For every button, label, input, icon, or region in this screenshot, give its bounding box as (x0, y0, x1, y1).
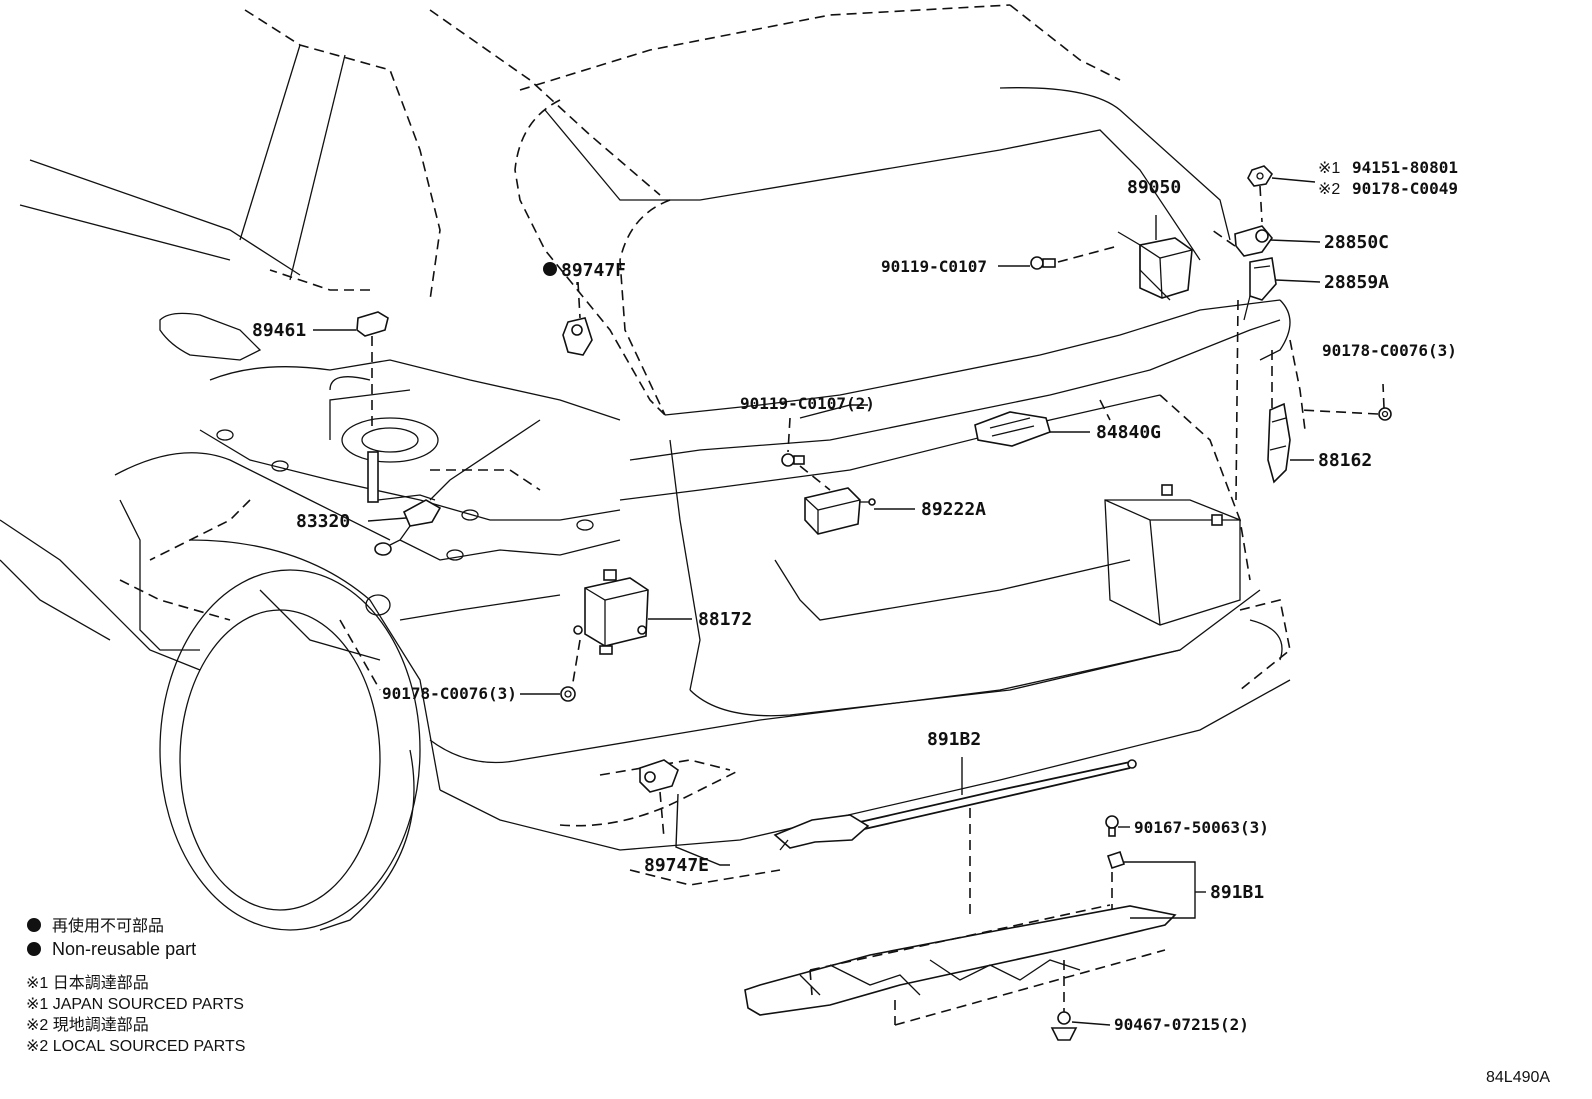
battery (1104, 484, 1241, 626)
part-89747f-sensor[interactable] (562, 281, 593, 356)
label-83320[interactable]: 83320 (296, 511, 350, 532)
part-28859a-bracket[interactable] (1235, 257, 1277, 501)
legend-nonreusable-en: Non-reusable part (52, 939, 196, 959)
legend-bullet-en (27, 942, 41, 956)
part-89461-sensor[interactable] (356, 311, 389, 430)
label-88172[interactable]: 88172 (698, 609, 752, 630)
part-90178-c0076-left-nut[interactable] (560, 686, 576, 702)
label-90178-c0076-3-right[interactable]: 90178-C0076(3) (1322, 341, 1457, 360)
legend-japan-jp: ※1 日本調達部品 (26, 974, 149, 992)
label-90119-c0107-2[interactable]: 90119-C0107(2) (740, 394, 875, 413)
part-89747e-sensor[interactable] (639, 759, 679, 839)
ref-mark-2: ※2 (1318, 181, 1340, 198)
label-90119-c0107[interactable]: 90119-C0107 (881, 257, 987, 276)
ref-mark-1: ※1 (1318, 160, 1340, 177)
label-89222a[interactable]: 89222A (921, 499, 986, 520)
part-90178-c0076-right-nut[interactable] (1299, 383, 1392, 421)
part-28850c-terminal[interactable] (1211, 225, 1274, 257)
part-94151-80801-nut[interactable] (1247, 165, 1274, 223)
part-88172-module[interactable] (571, 569, 649, 689)
label-89461[interactable]: 89461 (252, 320, 306, 341)
label-94151-80801[interactable]: 94151-80801 (1352, 158, 1458, 177)
label-891b2[interactable]: 891B2 (927, 729, 981, 750)
label-891b1[interactable]: 891B1 (1210, 882, 1264, 903)
label-90178-c0076-3-left[interactable]: 90178-C0076(3) (382, 684, 517, 703)
label-28850c[interactable]: 28850C (1324, 232, 1389, 253)
leader-lines (313, 177, 1321, 1026)
part-89222a-module[interactable] (804, 487, 876, 535)
part-90167-50063-screw[interactable] (1105, 815, 1119, 837)
label-89050[interactable]: 89050 (1127, 177, 1181, 198)
part-891b1-bracket[interactable] (744, 904, 1177, 1026)
diagram-code: 84L490A (1486, 1069, 1550, 1086)
part-89050-ecu[interactable] (1117, 231, 1193, 301)
part-90119-c0107-2-bolt[interactable] (781, 417, 831, 491)
legend-local-jp: ※2 現地調達部品 (26, 1016, 149, 1034)
part-84840g-switch[interactable] (974, 411, 1051, 447)
legend: 再使用不可部品 Non-reusable part ※1 日本調達部品 ※1 J… (26, 917, 245, 1055)
label-28859a[interactable]: 28859A (1324, 272, 1389, 293)
label-89747f[interactable]: 89747F (561, 260, 626, 281)
label-90178-c0049[interactable]: 90178-C0049 (1352, 179, 1458, 198)
legend-bullet-jp (27, 918, 41, 932)
label-84840g[interactable]: 84840G (1096, 422, 1161, 443)
legend-local-en: ※2 LOCAL SOURCED PARTS (26, 1038, 245, 1055)
part-90467-07215-clip[interactable] (1050, 1011, 1078, 1041)
vehicle-body-outline (0, 4, 1306, 931)
part-90119-c0107-bolt[interactable] (1030, 245, 1119, 270)
label-90467-07215-2[interactable]: 90467-07215(2) (1114, 1015, 1249, 1034)
part-88162-unit[interactable] (1267, 350, 1291, 484)
part-891b2-harness[interactable] (773, 759, 1137, 920)
label-88162[interactable]: 88162 (1318, 450, 1372, 471)
non-reusable-bullet-89747f (543, 262, 557, 276)
label-89747e[interactable]: 89747E (644, 855, 709, 876)
legend-nonreusable-jp: 再使用不可部品 (52, 917, 164, 935)
part-83320-level-sensor[interactable] (367, 419, 541, 556)
legend-japan-en: ※1 JAPAN SOURCED PARTS (26, 996, 244, 1013)
label-90167-50063-3[interactable]: 90167-50063(3) (1134, 818, 1269, 837)
